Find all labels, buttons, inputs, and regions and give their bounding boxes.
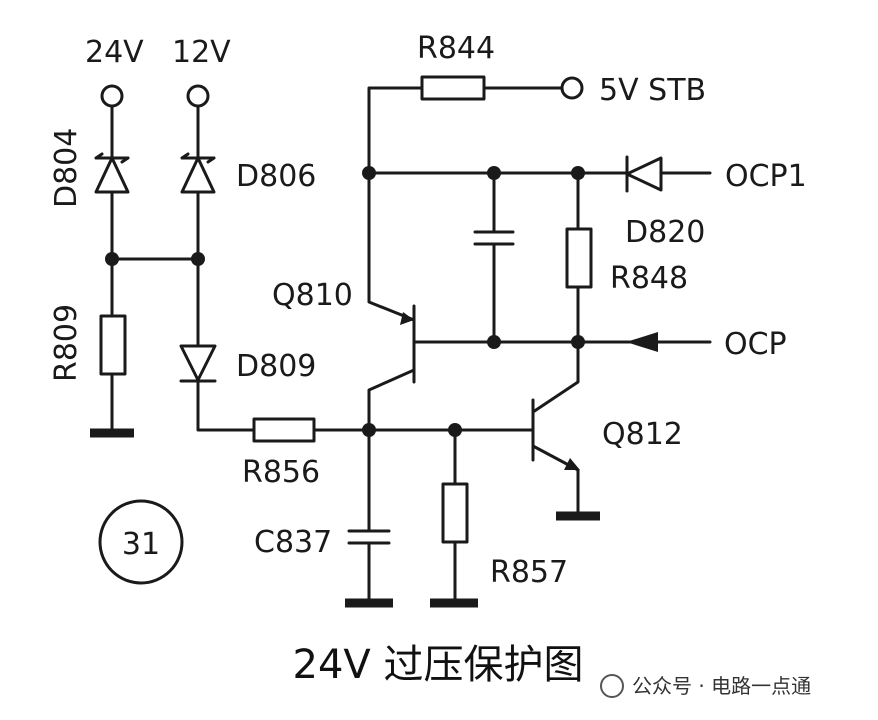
q812-emitter-wire	[531, 444, 580, 517]
label-d806: D806	[236, 159, 316, 194]
resistor-r844	[420, 75, 486, 101]
ocp-arrow	[626, 332, 658, 352]
q810-collector-wire	[367, 368, 416, 432]
label-12v: 12V	[172, 35, 231, 70]
resistor-r848	[565, 227, 593, 289]
label-ocp1: OCP1	[725, 159, 807, 194]
wire	[367, 86, 424, 175]
figure-caption: 24V 过压保护图	[293, 642, 584, 688]
resistor-r857	[441, 482, 469, 544]
terminal-12v	[186, 84, 210, 108]
label-d809: D809	[236, 349, 316, 384]
junction-dot	[362, 423, 376, 437]
q810-emitter-wire	[367, 171, 416, 322]
label-24v: 24V	[85, 35, 144, 70]
q812-collector-wire	[531, 340, 580, 414]
junction-dot	[571, 335, 585, 349]
label-r857: R857	[490, 555, 568, 590]
diode-d820	[625, 155, 663, 193]
label-q810: Q810	[272, 278, 353, 313]
junction-dot	[191, 252, 205, 266]
junction-dot	[448, 423, 462, 437]
label-r856: R856	[242, 455, 320, 490]
junction-dot	[571, 166, 585, 180]
capacitor-c-top	[473, 230, 515, 246]
q812-arrow	[564, 458, 580, 470]
label-r809: R809	[49, 304, 84, 382]
wechat-icon	[600, 674, 624, 698]
label-q812: Q812	[602, 417, 683, 452]
watermark: 公众号 · 电路一点通	[600, 674, 811, 698]
wire	[110, 190, 200, 261]
label-r848: R848	[610, 261, 688, 296]
junction-dot	[487, 335, 501, 349]
label-d820: D820	[625, 215, 705, 250]
terminal-5v-stb	[560, 76, 584, 100]
label-ocp: OCP	[724, 327, 787, 362]
junction-dot	[362, 166, 376, 180]
terminal-24v	[100, 84, 124, 108]
circled-number-ring	[98, 499, 184, 585]
label-r844: R844	[417, 31, 495, 66]
watermark-text: 公众号 · 电路一点通	[632, 674, 811, 698]
circled-number: 31	[122, 527, 160, 562]
junction-dot	[105, 252, 119, 266]
junction-dot	[487, 166, 501, 180]
zener-d806	[180, 152, 216, 194]
diode-d809	[179, 344, 217, 383]
resistor-r856	[252, 417, 316, 443]
label-5v-stb: 5V STB	[599, 73, 706, 108]
capacitor-c837	[347, 529, 391, 545]
label-d804: D804	[49, 128, 84, 208]
resistor-r809	[99, 314, 127, 376]
zener-d804	[94, 152, 130, 194]
q810-arrow	[400, 312, 414, 325]
label-c837: C837	[254, 525, 332, 560]
wire	[196, 379, 256, 432]
